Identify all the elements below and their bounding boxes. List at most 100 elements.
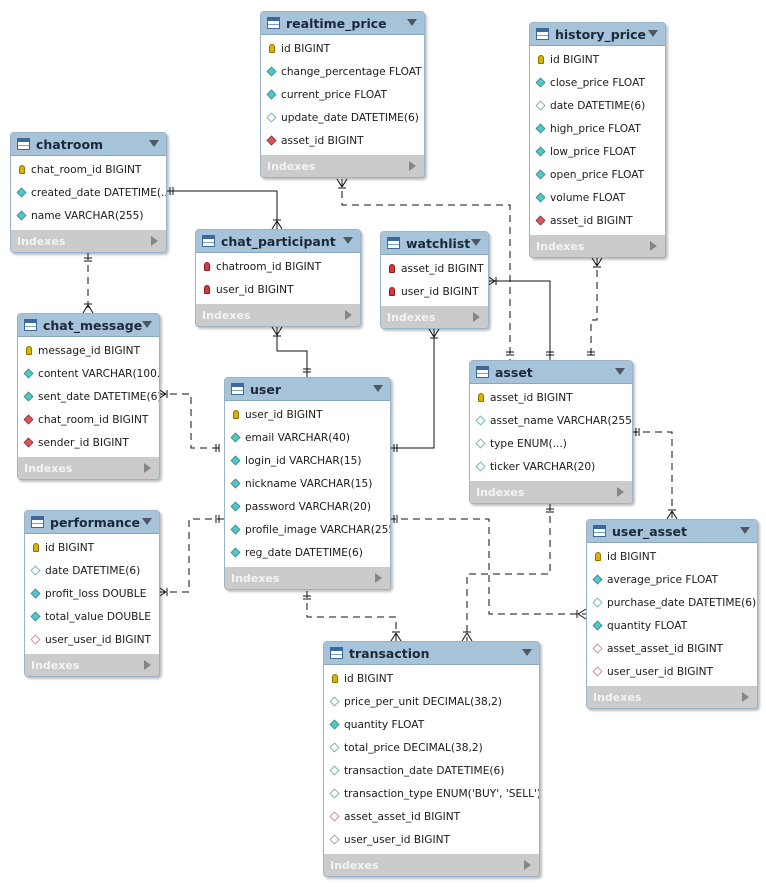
- expand-arrow-icon[interactable]: [650, 241, 657, 251]
- table-header[interactable]: performance: [25, 511, 159, 534]
- column-row[interactable]: date DATETIME(6): [530, 94, 665, 117]
- collapse-caret-icon[interactable]: [522, 649, 532, 656]
- column-row[interactable]: id BIGINT: [324, 667, 539, 690]
- table-header[interactable]: chatroom: [11, 133, 166, 156]
- column-row[interactable]: name VARCHAR(255): [11, 204, 166, 227]
- indexes-section[interactable]: Indexes: [324, 854, 539, 876]
- collapse-caret-icon[interactable]: [142, 321, 152, 328]
- expand-arrow-icon[interactable]: [151, 236, 158, 246]
- indexes-section[interactable]: Indexes: [530, 235, 665, 257]
- expand-arrow-icon[interactable]: [375, 573, 382, 583]
- expand-arrow-icon[interactable]: [409, 161, 416, 171]
- expand-arrow-icon[interactable]: [524, 860, 531, 870]
- column-row[interactable]: login_id VARCHAR(15): [225, 449, 390, 472]
- column-row[interactable]: asset_name VARCHAR(255): [470, 409, 632, 432]
- column-row[interactable]: created_date DATETIME(...: [11, 181, 166, 204]
- column-row[interactable]: asset_asset_id BIGINT: [324, 805, 539, 828]
- column-row[interactable]: id BIGINT: [261, 37, 424, 60]
- column-row[interactable]: user_user_id BIGINT: [587, 660, 757, 683]
- table-header[interactable]: transaction: [324, 642, 539, 665]
- column-row[interactable]: password VARCHAR(20): [225, 495, 390, 518]
- column-row[interactable]: message_id BIGINT: [18, 339, 159, 362]
- column-row[interactable]: transaction_type ENUM('BUY', 'SELL'): [324, 782, 539, 805]
- column-row[interactable]: high_price FLOAT: [530, 117, 665, 140]
- collapse-caret-icon[interactable]: [648, 30, 658, 37]
- column-row[interactable]: close_price FLOAT: [530, 71, 665, 94]
- table-header[interactable]: user_asset: [587, 520, 757, 543]
- column-row[interactable]: asset_id BIGINT: [261, 129, 424, 152]
- indexes-section[interactable]: Indexes: [25, 654, 159, 676]
- collapse-caret-icon[interactable]: [343, 237, 353, 244]
- column-row[interactable]: total_value DOUBLE: [25, 605, 159, 628]
- column-row[interactable]: change_percentage FLOAT: [261, 60, 424, 83]
- table-header[interactable]: watchlist: [381, 232, 488, 255]
- column-row[interactable]: low_price FLOAT: [530, 140, 665, 163]
- column-row[interactable]: user_user_id BIGINT: [25, 628, 159, 651]
- column-row[interactable]: asset_id BIGINT: [470, 386, 632, 409]
- table-header[interactable]: user: [225, 378, 390, 401]
- column-row[interactable]: current_price FLOAT: [261, 83, 424, 106]
- collapse-caret-icon[interactable]: [142, 518, 152, 525]
- expand-arrow-icon[interactable]: [345, 310, 352, 320]
- column-row[interactable]: transaction_date DATETIME(6): [324, 759, 539, 782]
- collapse-caret-icon[interactable]: [471, 239, 481, 246]
- column-row[interactable]: user_id BIGINT: [196, 278, 360, 301]
- column-row[interactable]: asset_id BIGINT: [381, 257, 488, 280]
- table-header[interactable]: chat_message: [18, 314, 159, 337]
- column-row[interactable]: price_per_unit DECIMAL(38,2): [324, 690, 539, 713]
- indexes-section[interactable]: Indexes: [18, 457, 159, 479]
- column-row[interactable]: asset_id BIGINT: [530, 209, 665, 232]
- column-row[interactable]: date DATETIME(6): [25, 559, 159, 582]
- indexes-section[interactable]: Indexes: [587, 686, 757, 708]
- table-header[interactable]: history_price: [530, 23, 665, 46]
- indexes-section[interactable]: Indexes: [381, 306, 488, 328]
- column-row[interactable]: asset_asset_id BIGINT: [587, 637, 757, 660]
- column-row[interactable]: total_price DECIMAL(38,2): [324, 736, 539, 759]
- collapse-caret-icon[interactable]: [407, 19, 417, 26]
- column-row[interactable]: user_id BIGINT: [381, 280, 488, 303]
- collapse-caret-icon[interactable]: [615, 368, 625, 375]
- column-row[interactable]: type ENUM(...): [470, 432, 632, 455]
- expand-arrow-icon[interactable]: [473, 312, 480, 322]
- column-row[interactable]: average_price FLOAT: [587, 568, 757, 591]
- column-row[interactable]: chat_room_id BIGINT: [11, 158, 166, 181]
- table-header[interactable]: chat_participant: [196, 230, 360, 253]
- expand-arrow-icon[interactable]: [742, 692, 749, 702]
- indexes-section[interactable]: Indexes: [11, 230, 166, 252]
- indexes-section[interactable]: Indexes: [470, 481, 632, 503]
- indexes-section[interactable]: Indexes: [225, 567, 390, 589]
- column-row[interactable]: quantity FLOAT: [324, 713, 539, 736]
- indexes-section[interactable]: Indexes: [261, 155, 424, 177]
- column-row[interactable]: quantity FLOAT: [587, 614, 757, 637]
- column-row[interactable]: sent_date DATETIME(6): [18, 385, 159, 408]
- expand-arrow-icon[interactable]: [144, 660, 151, 670]
- column-row[interactable]: chat_room_id BIGINT: [18, 408, 159, 431]
- column-row[interactable]: id BIGINT: [530, 48, 665, 71]
- indexes-section[interactable]: Indexes: [196, 304, 360, 326]
- column-row[interactable]: email VARCHAR(40): [225, 426, 390, 449]
- column-row[interactable]: purchase_date DATETIME(6): [587, 591, 757, 614]
- column-row[interactable]: ticker VARCHAR(20): [470, 455, 632, 478]
- column-row[interactable]: sender_id BIGINT: [18, 431, 159, 454]
- column-row[interactable]: update_date DATETIME(6): [261, 106, 424, 129]
- column-row[interactable]: chatroom_id BIGINT: [196, 255, 360, 278]
- expand-arrow-icon[interactable]: [617, 487, 624, 497]
- column-row[interactable]: content VARCHAR(100...: [18, 362, 159, 385]
- table-header[interactable]: asset: [470, 361, 632, 384]
- column-row[interactable]: reg_date DATETIME(6): [225, 541, 390, 564]
- expand-arrow-icon[interactable]: [144, 463, 151, 473]
- column-row[interactable]: volume FLOAT: [530, 186, 665, 209]
- column-row[interactable]: user_id BIGINT: [225, 403, 390, 426]
- table-header[interactable]: realtime_price: [261, 12, 424, 35]
